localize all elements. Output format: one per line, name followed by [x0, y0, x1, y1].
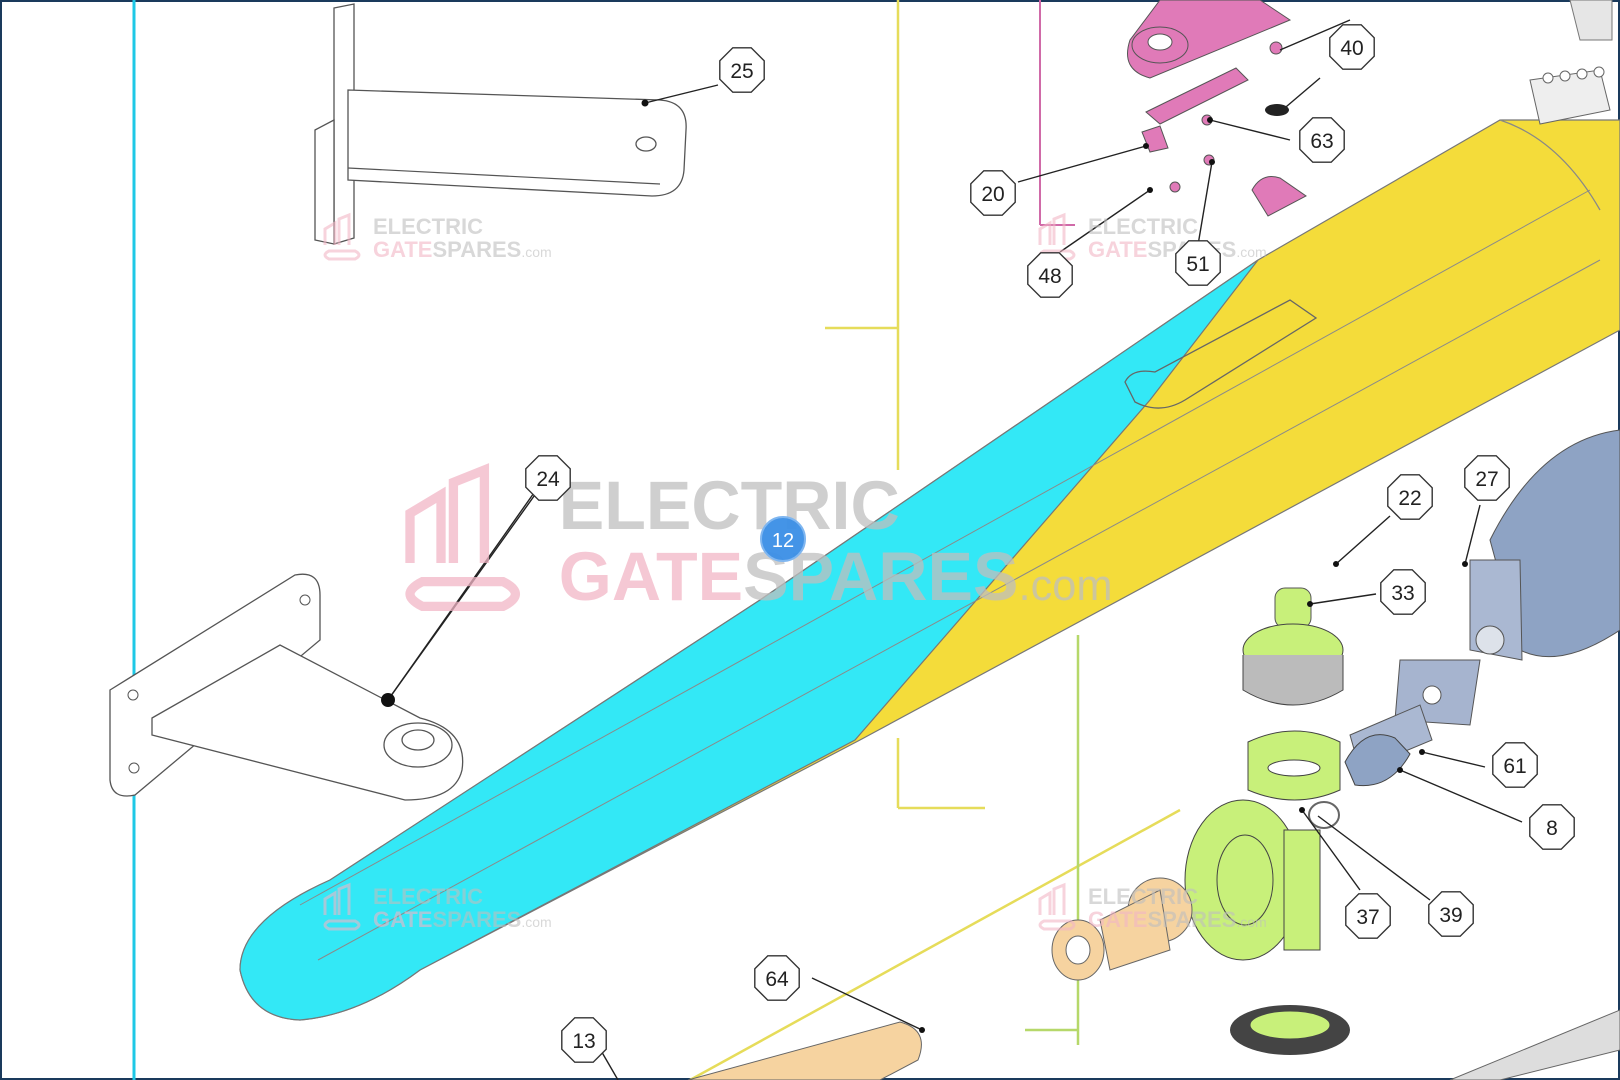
- callout-badge-shape: [1175, 240, 1221, 286]
- callout-27[interactable]: 27: [1464, 455, 1510, 501]
- callout-48[interactable]: 48: [1027, 252, 1073, 298]
- callout-64[interactable]: 64: [754, 955, 800, 1001]
- highlight-marker-12[interactable]: 12: [760, 516, 806, 562]
- callout-badge-shape: [1492, 742, 1538, 788]
- callout-label: 22: [1398, 487, 1421, 510]
- terminal-block: [1529, 0, 1613, 125]
- watermark-logo-icon: [405, 463, 520, 612]
- main-boom: [239, 119, 1620, 1021]
- bracket-part-24: [109, 573, 464, 801]
- green-bracket: [1025, 635, 1080, 1045]
- callout-badge-shape: [1387, 474, 1433, 520]
- callout-label: 64: [765, 968, 789, 991]
- callout-badge-shape: [1428, 891, 1474, 937]
- callout-25[interactable]: 25: [719, 47, 765, 93]
- callout-63[interactable]: 63: [1299, 117, 1345, 163]
- watermark-line2: GATESPARES.com: [373, 907, 552, 932]
- callout-label: 48: [1038, 265, 1061, 288]
- watermark-logo-icon: [323, 882, 361, 931]
- magenta-linkage-parts: [1127, 0, 1307, 217]
- callout-24[interactable]: 24: [525, 455, 571, 501]
- callout-20[interactable]: 20: [970, 170, 1016, 216]
- callout-badge-shape: [970, 170, 1016, 216]
- callout-label: 40: [1340, 37, 1363, 60]
- callout-badge-shape: [719, 47, 765, 93]
- callout-badge-shape: [1345, 893, 1391, 939]
- callout-8[interactable]: 8: [1529, 804, 1575, 850]
- watermark-line1: ELECTRIC: [373, 214, 483, 239]
- callout-label: 8: [1546, 817, 1558, 840]
- yellow-bracket: [689, 0, 1181, 1080]
- callout-label: 20: [981, 183, 1004, 206]
- callout-label: 51: [1186, 253, 1209, 276]
- callout-badge-shape: [525, 455, 571, 501]
- watermark-line2: GATESPARES.com: [373, 237, 552, 262]
- callout-label: 13: [572, 1030, 595, 1053]
- callout-label: 24: [536, 468, 560, 491]
- callout-label: 61: [1503, 755, 1526, 778]
- callout-13[interactable]: 13: [561, 1017, 607, 1063]
- callout-badge-shape: [561, 1017, 607, 1063]
- watermark-line1: ELECTRIC: [1088, 214, 1198, 239]
- callout-label: 63: [1310, 130, 1333, 153]
- leader-lines: [381, 19, 1523, 1080]
- callout-label: 33: [1391, 582, 1414, 605]
- callout-40[interactable]: 40: [1329, 24, 1375, 70]
- watermark-line2: GATESPARES.com: [1088, 907, 1267, 932]
- tan-shaft-parts: [687, 877, 1193, 1080]
- gear-train: [1184, 587, 1350, 1055]
- callout-badge-shape: [1464, 455, 1510, 501]
- callout-badge-shape: [1299, 117, 1345, 163]
- highlight-marker-label: 12: [772, 530, 794, 552]
- chain-strip: [1449, 1009, 1620, 1080]
- watermark-logo-icon: [323, 212, 361, 261]
- watermark-logo-icon: [1038, 882, 1076, 931]
- callout-badges: 25 40 63 20 48 51 24 22 27 33 61 8 37 39 64 13: [525, 24, 1575, 1063]
- callout-39[interactable]: 39: [1428, 891, 1474, 937]
- callout-badge-shape: [1529, 804, 1575, 850]
- callout-badge-shape: [1329, 24, 1375, 70]
- callout-label: 37: [1356, 906, 1379, 929]
- callout-label: 27: [1475, 468, 1498, 491]
- callout-22[interactable]: 22: [1387, 474, 1433, 520]
- callout-61[interactable]: 61: [1492, 742, 1538, 788]
- callout-37[interactable]: 37: [1345, 893, 1391, 939]
- watermark-line1: ELECTRIC: [1088, 884, 1198, 909]
- callout-badge-shape: [1380, 569, 1426, 615]
- motor-assembly: [1344, 429, 1620, 787]
- callout-badge-shape: [754, 955, 800, 1001]
- callout-label: 25: [730, 60, 753, 83]
- watermark-line2: GATESPARES.com: [559, 539, 1113, 615]
- callout-33[interactable]: 33: [1380, 569, 1426, 615]
- watermarks: ELECTRICGATESPARES.comELECTRICGATESPARES…: [323, 212, 1267, 932]
- callout-badge-shape: [1027, 252, 1073, 298]
- bracket-part-25: [314, 3, 687, 245]
- watermark-line1: ELECTRIC: [373, 884, 483, 909]
- magenta-bracket: [1039, 0, 1075, 226]
- callout-51[interactable]: 51: [1175, 240, 1221, 286]
- watermark-line1: ELECTRIC: [559, 468, 900, 544]
- callout-label: 39: [1439, 904, 1462, 927]
